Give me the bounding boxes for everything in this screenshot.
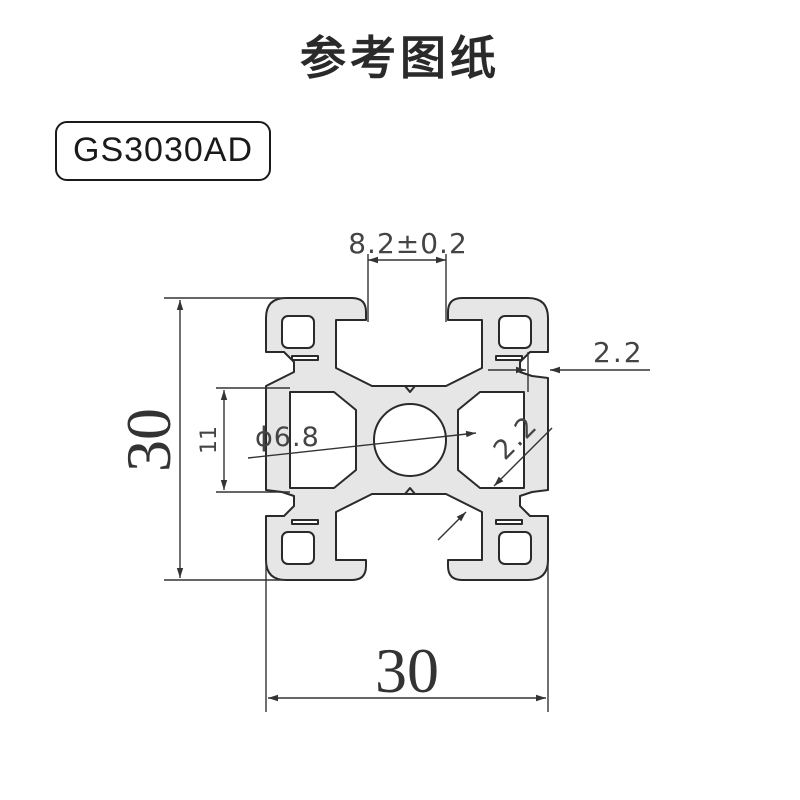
corner-cavity-top-right <box>498 315 532 349</box>
model-code-badge: GS3030AD <box>55 121 271 181</box>
dim-width <box>265 560 549 712</box>
dim-inner-height-label: 11 <box>197 426 222 454</box>
dim-inner-height <box>216 387 290 493</box>
dim-wall-thickness <box>488 352 650 392</box>
page-title: 参考图纸 <box>300 31 500 85</box>
dim-width-label: 30 <box>375 635 439 706</box>
dim-slot-width-label: 8.2±0.2 <box>348 227 468 260</box>
corner-cavity-bottom-left <box>281 531 315 565</box>
dim-center-hole <box>247 430 477 459</box>
top-notch <box>404 385 416 393</box>
dim-wall-thickness-label: 2.2 <box>593 336 644 369</box>
corner-cavity-top-left <box>281 315 315 349</box>
corner-cavity-bottom-right <box>498 531 532 565</box>
dim-center-hole-label: ϕ6.8 <box>255 422 320 453</box>
dim-slot-width <box>367 254 447 322</box>
bottom-notch <box>404 487 416 495</box>
dim-web-thickness <box>437 427 553 541</box>
dim-height-label: 30 <box>113 408 184 472</box>
